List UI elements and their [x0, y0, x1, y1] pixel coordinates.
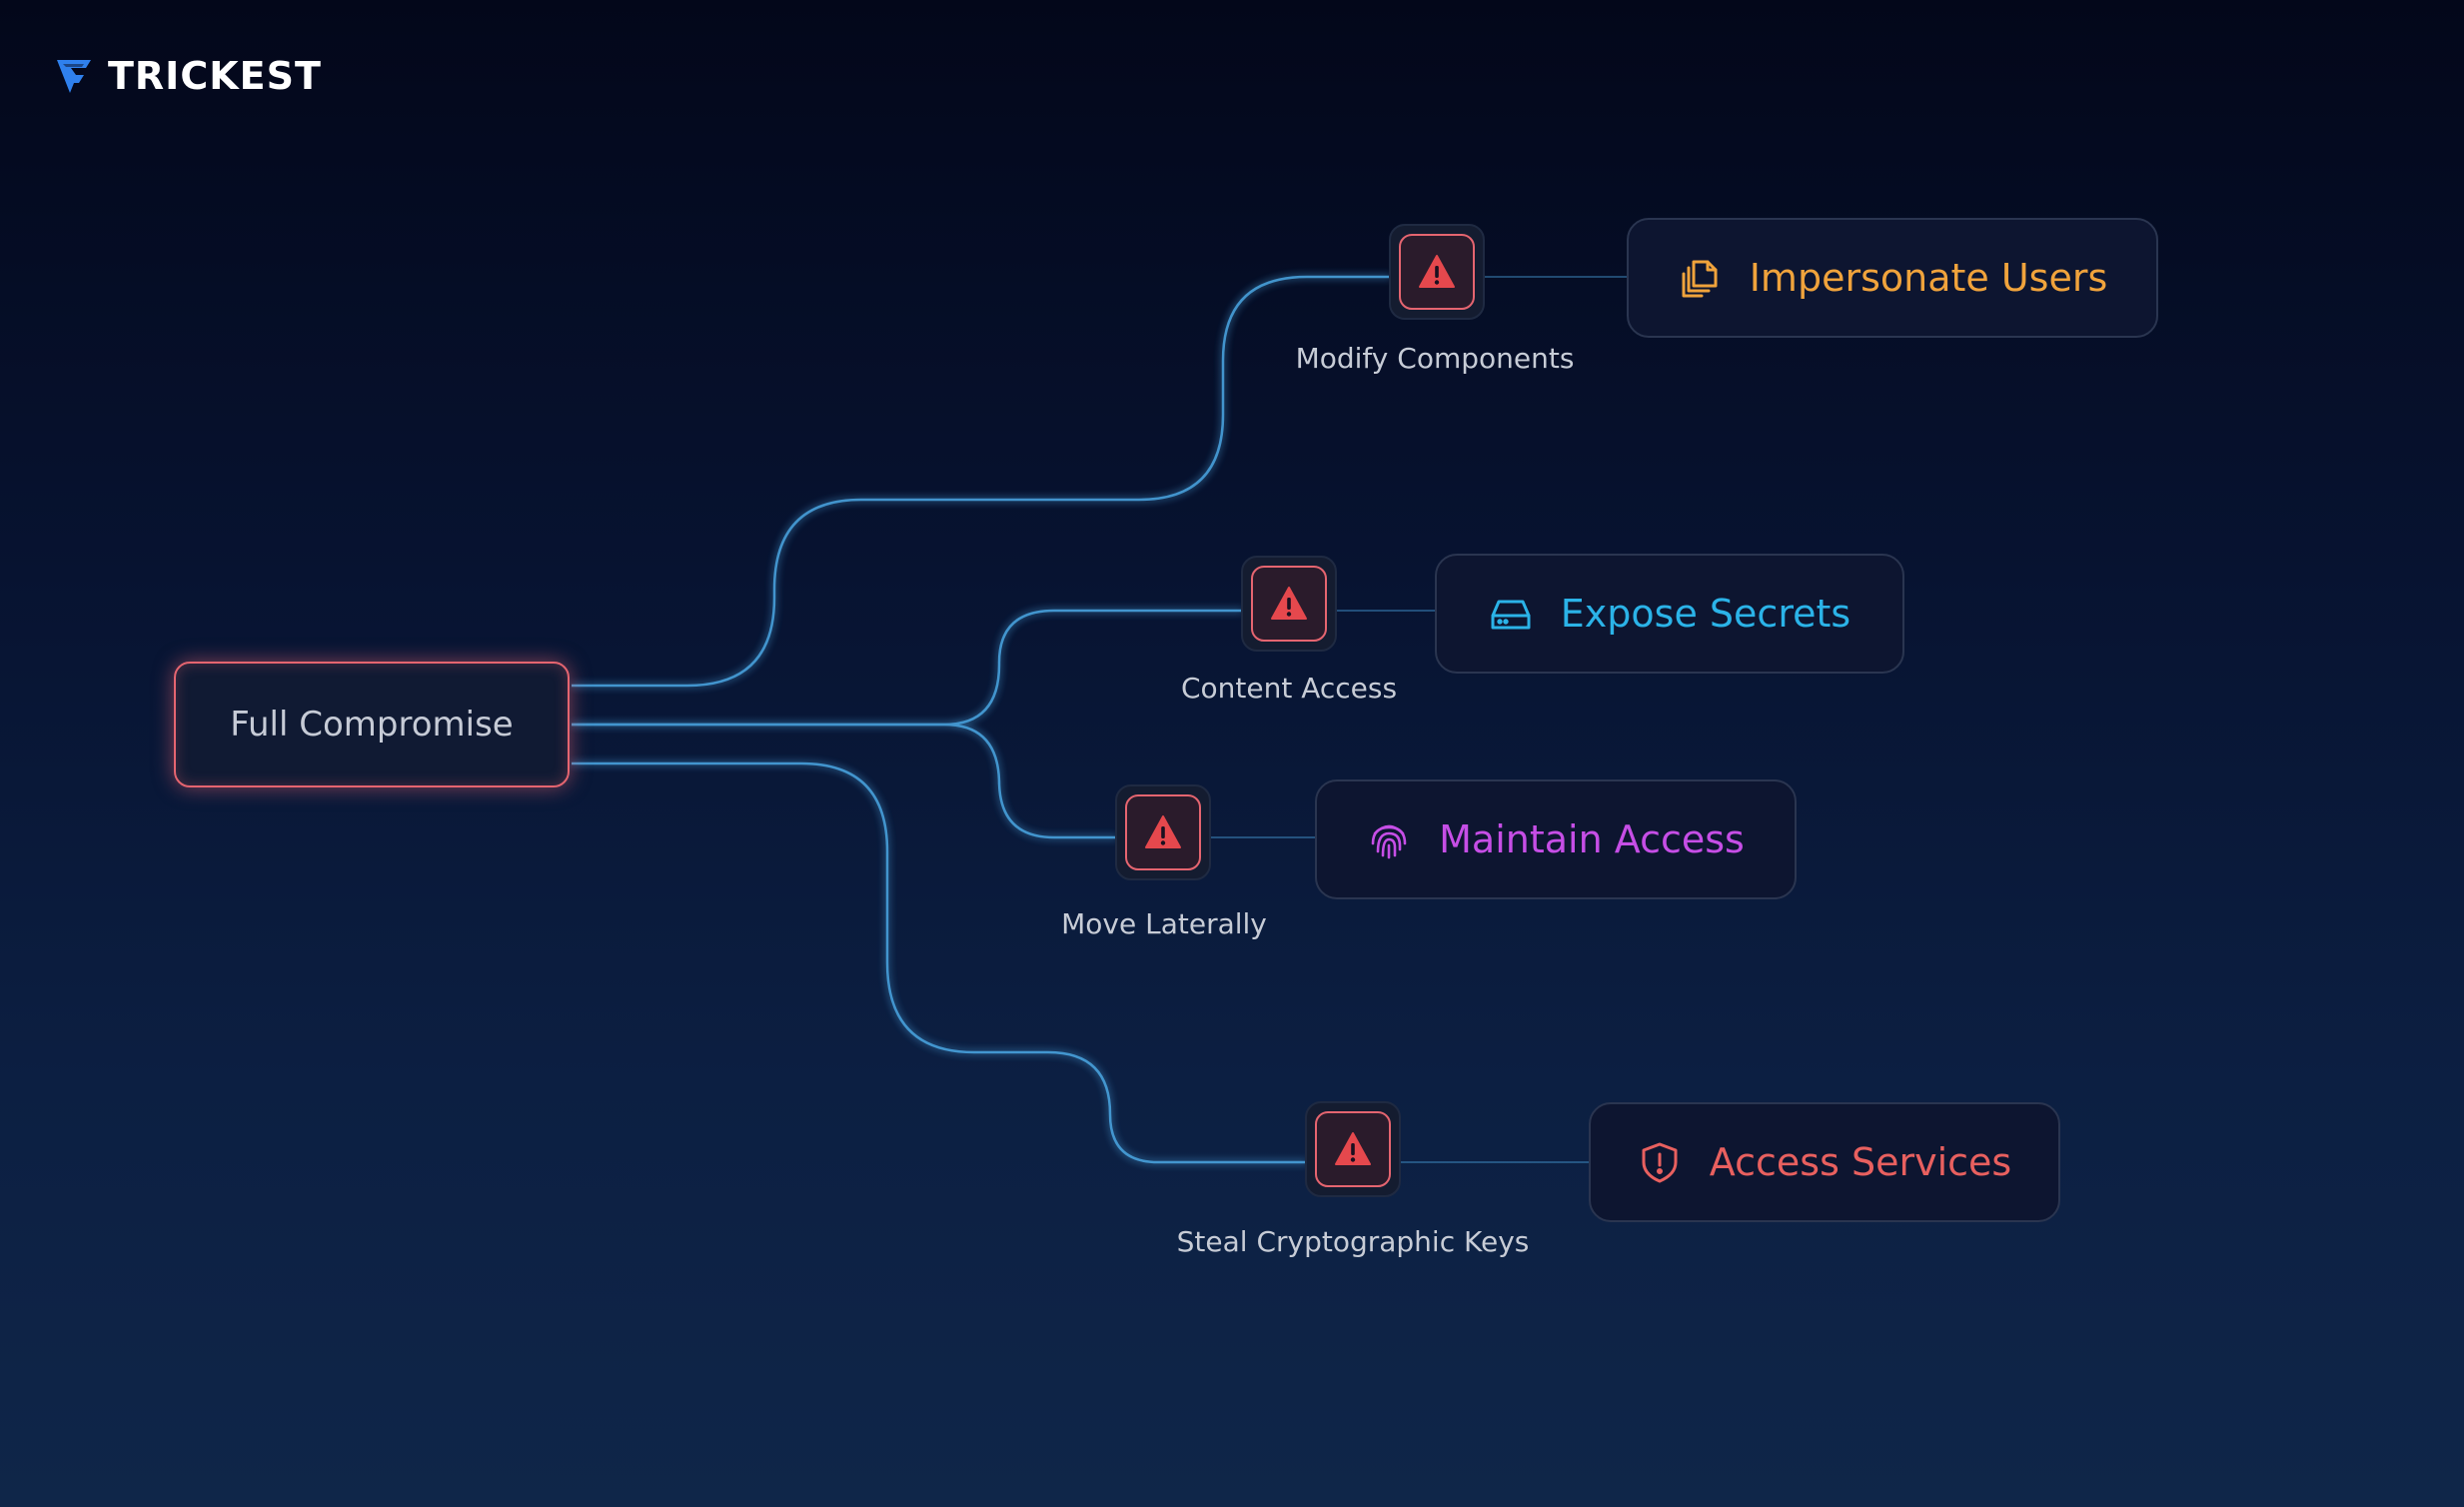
step-label-steal-cryptographic-keys: Steal Cryptographic Keys: [1176, 1225, 1530, 1258]
link-to-move-laterally: [572, 723, 1117, 839]
step-node-move-laterally[interactable]: [1115, 784, 1211, 880]
step-label-content-access: Content Access: [1180, 672, 1398, 705]
link-to-steal-keys: [572, 761, 1307, 1164]
step-label-move-laterally: Move Laterally: [1061, 907, 1267, 940]
impact-node-impersonate-users[interactable]: Impersonate Users: [1627, 218, 2158, 338]
copy-documents-icon: [1682, 260, 1718, 298]
warning-triangle-icon: [1335, 1132, 1371, 1165]
hard-drive-icon: [1491, 600, 1531, 630]
warning-triangle-icon: [1419, 255, 1455, 288]
warning-triangle-icon: [1271, 587, 1307, 620]
root-node-full-compromise[interactable]: Full Compromise: [174, 662, 570, 787]
brand-name: TRICKEST: [108, 54, 322, 98]
root-node-label: Full Compromise: [230, 705, 514, 745]
shield-alert-icon: [1642, 1142, 1678, 1183]
step-label-modify-components: Modify Components: [1295, 342, 1575, 375]
impact-label-impersonate-users: Impersonate Users: [1749, 256, 2108, 300]
brand-logo: TRICKEST: [54, 54, 322, 98]
impact-label-access-services: Access Services: [1709, 1140, 2012, 1184]
impact-label-expose-secrets: Expose Secrets: [1560, 592, 1851, 636]
impact-node-access-services[interactable]: Access Services: [1589, 1102, 2060, 1222]
link-to-content-access: [572, 609, 1243, 727]
impact-node-expose-secrets[interactable]: Expose Secrets: [1435, 554, 1904, 674]
impact-node-maintain-access[interactable]: Maintain Access: [1315, 779, 1797, 899]
step-node-modify-components[interactable]: [1389, 224, 1485, 320]
link-to-modify-components: [572, 275, 1391, 688]
fingerprint-icon: [1371, 824, 1407, 859]
step-node-content-access[interactable]: [1241, 556, 1337, 652]
impact-label-maintain-access: Maintain Access: [1439, 817, 1745, 861]
warning-triangle-icon: [1145, 815, 1181, 848]
trickest-logo-icon: [57, 60, 91, 93]
step-node-steal-cryptographic-keys[interactable]: [1305, 1101, 1401, 1197]
